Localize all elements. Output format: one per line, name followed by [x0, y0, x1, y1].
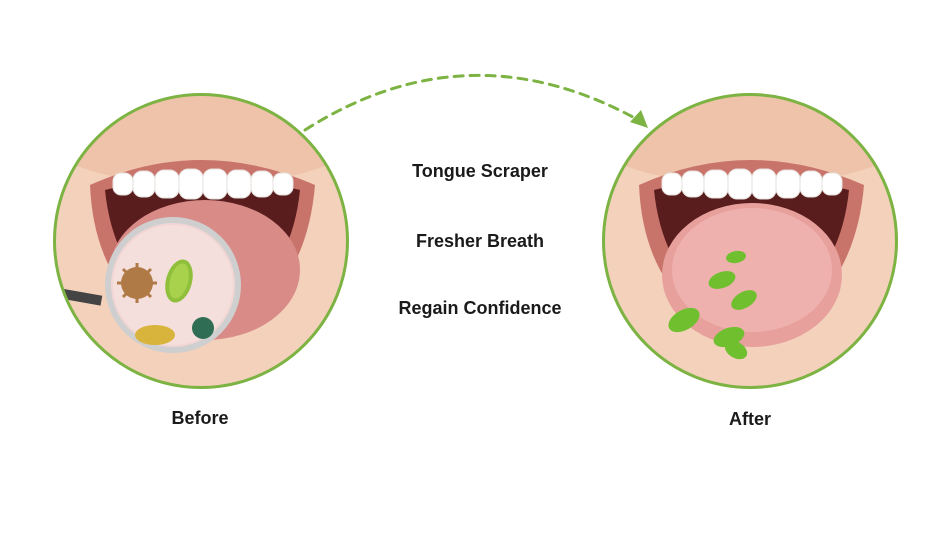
benefit-fresher-breath: Fresher Breath — [415, 231, 545, 251]
benefit-regain-confidence: Regain Confidence — [398, 298, 562, 318]
germ-icons — [117, 259, 214, 345]
benefit-tongue-scraper: Tongue Scraper — [412, 161, 548, 181]
after-caption: After — [728, 409, 771, 429]
before-caption: Before — [171, 408, 229, 428]
before-mouth-image — [55, 95, 347, 387]
fresh-leaf-icons — [668, 250, 757, 360]
after-mouth-image — [604, 95, 896, 387]
